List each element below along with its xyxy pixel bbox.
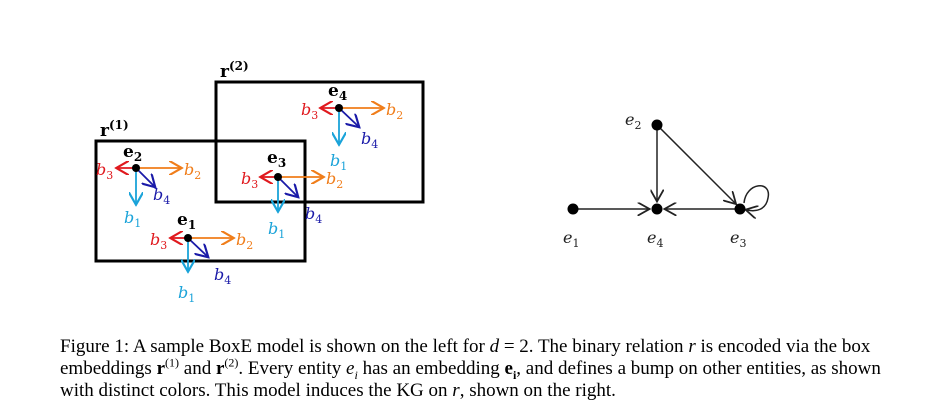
- graph-node-e4: [651, 203, 663, 215]
- knowledge-graph: e1 e2 e4 e3: [563, 110, 770, 250]
- bump-b4-label: b4: [153, 185, 170, 207]
- bump-b4-label: b4: [305, 204, 322, 226]
- entity-e3-point: [274, 173, 282, 181]
- bump-b3-label: b3: [301, 100, 318, 122]
- bump-b3-label: b3: [241, 169, 258, 191]
- bump-b1-label: b1: [268, 219, 285, 241]
- graph-node-e3: [734, 203, 746, 215]
- boxe-figure: r(1) r(2) e2 b2 b3 b1 b4 e1 b2 b3 b1 b4 …: [94, 59, 770, 305]
- entity-e4-point: [335, 104, 343, 112]
- entity-e3-group: e3 b2 b3 b1 b4: [241, 148, 343, 241]
- graph-label-e2: e2: [625, 110, 641, 132]
- bump-b2-label: b2: [236, 230, 253, 252]
- graph-label-e3: e3: [730, 228, 746, 250]
- bump-b1-label: b1: [178, 283, 195, 305]
- graph-node-e2: [651, 119, 663, 131]
- edge-e2-e3: [656, 124, 735, 203]
- bump-b4-label: b4: [214, 265, 231, 287]
- entity-e2-point: [132, 164, 140, 172]
- entity-e2-group: e2 b2 b3 b1 b4: [96, 142, 201, 230]
- bump-b1-label: b1: [330, 151, 347, 173]
- bump-b2-label: b2: [326, 169, 343, 191]
- entity-e1-label: e1: [177, 210, 196, 232]
- graph-label-e1: e1: [563, 228, 579, 250]
- box-r2: [214, 80, 425, 204]
- bump-b2-label: b2: [386, 100, 403, 122]
- entity-e3-label: e3: [267, 148, 286, 170]
- entity-e1-group: e1 b2 b3 b1 b4: [150, 210, 253, 305]
- bump-b3-label: b3: [96, 160, 113, 182]
- bump-b3-label: b3: [150, 230, 167, 252]
- box-label-r1: r(1): [100, 118, 129, 141]
- edge-e3-self-loop: [743, 185, 770, 211]
- graph-label-e4: e4: [647, 228, 663, 250]
- bump-b2-label: b2: [184, 160, 201, 182]
- entity-e1-point: [184, 234, 192, 242]
- entity-e4-label: e4: [328, 81, 347, 103]
- figure-caption: Figure 1: A sample BoxE model is shown o…: [60, 336, 881, 401]
- box-label-r2: r(2): [220, 59, 249, 82]
- bump-b4-label: b4: [361, 129, 378, 151]
- entity-e4-group: e4 b2 b3 b1 b4: [301, 81, 403, 173]
- bump-b1-label: b1: [124, 208, 141, 230]
- graph-node-e1: [567, 203, 579, 215]
- entity-e2-label: e2: [123, 142, 142, 164]
